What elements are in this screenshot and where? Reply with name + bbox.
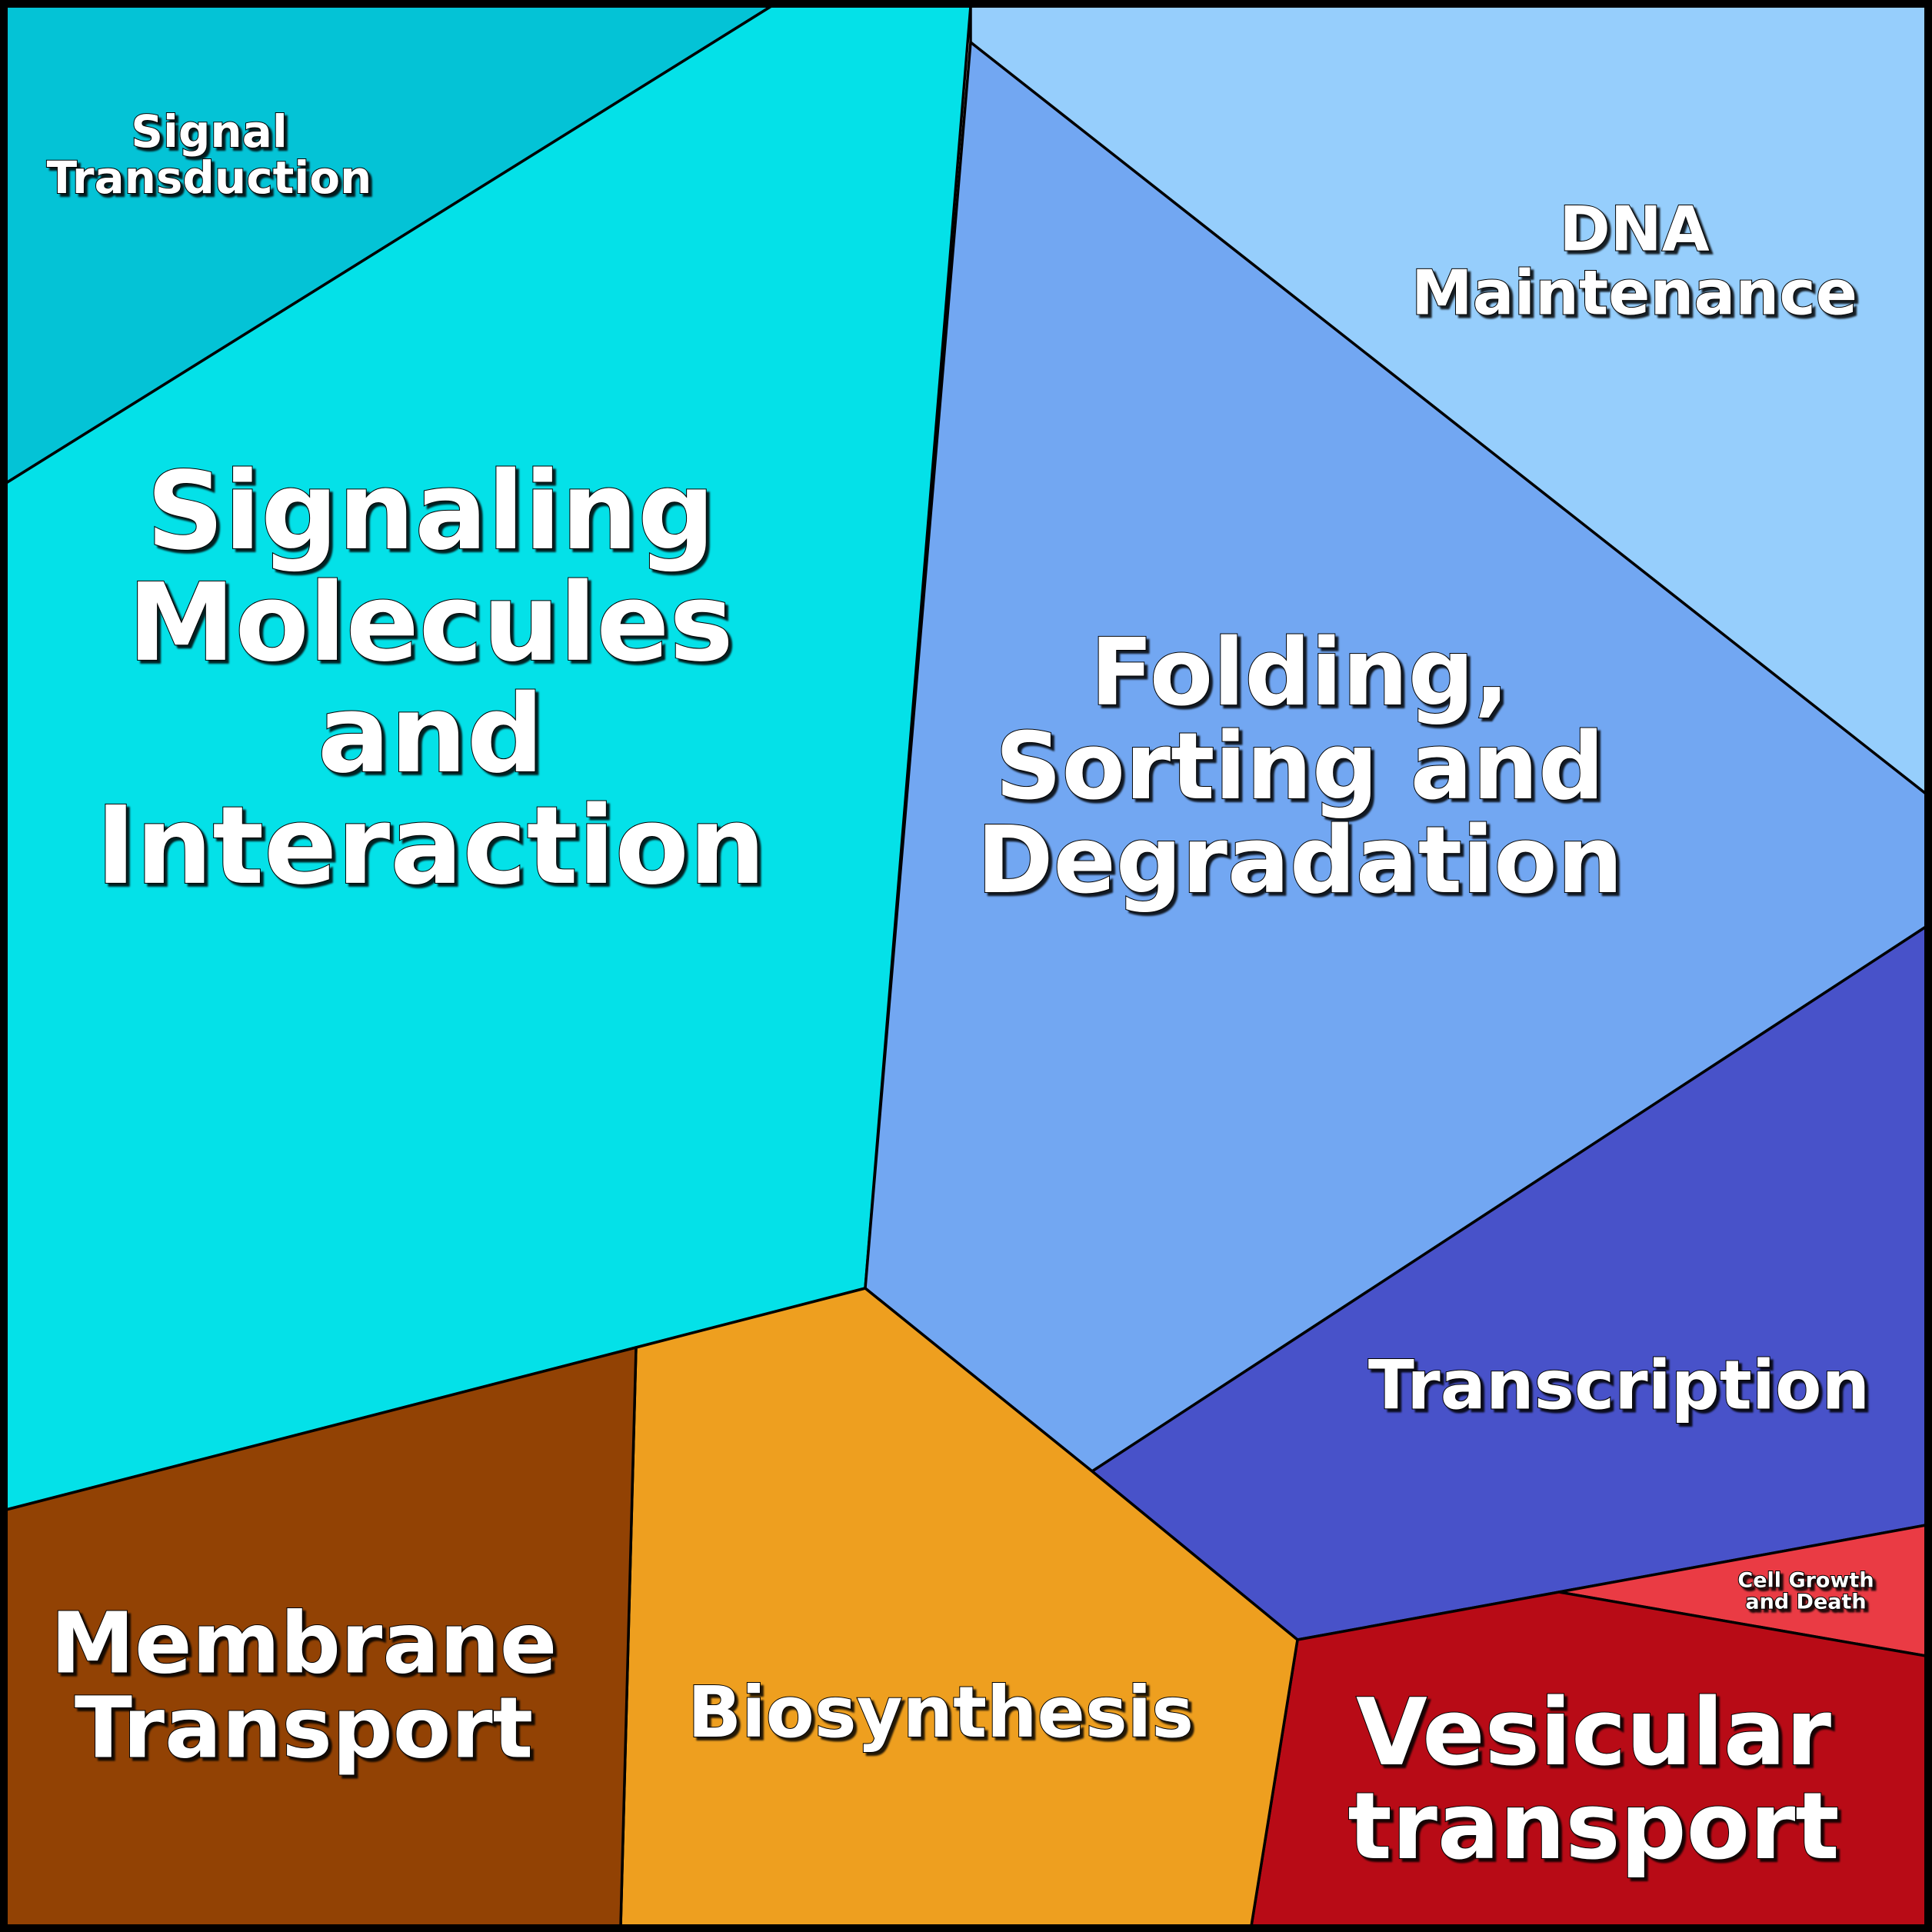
label-line: Folding, (1091, 620, 1510, 727)
label-line: Interaction (96, 784, 766, 909)
label-line: DNA (1559, 193, 1709, 265)
label-line: Biosynthesis (688, 1671, 1194, 1754)
label-line: Molecules (128, 561, 733, 686)
label-line: Degradation (977, 808, 1623, 914)
label-line: Signaling (146, 449, 715, 575)
label-line: Cell Growth (1737, 1569, 1874, 1593)
label-line: Transport (75, 1679, 533, 1777)
label-line: Signal (131, 105, 287, 158)
label-line: and (318, 672, 544, 798)
label-line: Vesicular (1356, 1680, 1831, 1787)
label-line: transport (1347, 1774, 1839, 1880)
label-biosynthesis: Biosynthesis (688, 1671, 1194, 1754)
label-line: Maintenance (1411, 257, 1857, 328)
label-line: Transduction (47, 152, 372, 204)
label-line: Sorting and (995, 714, 1604, 821)
label-line: Membrane (51, 1594, 558, 1693)
label-transcription: Transcription (1368, 1346, 1870, 1425)
label-line: Transcription (1368, 1346, 1870, 1425)
label-line: and Death (1745, 1591, 1866, 1614)
